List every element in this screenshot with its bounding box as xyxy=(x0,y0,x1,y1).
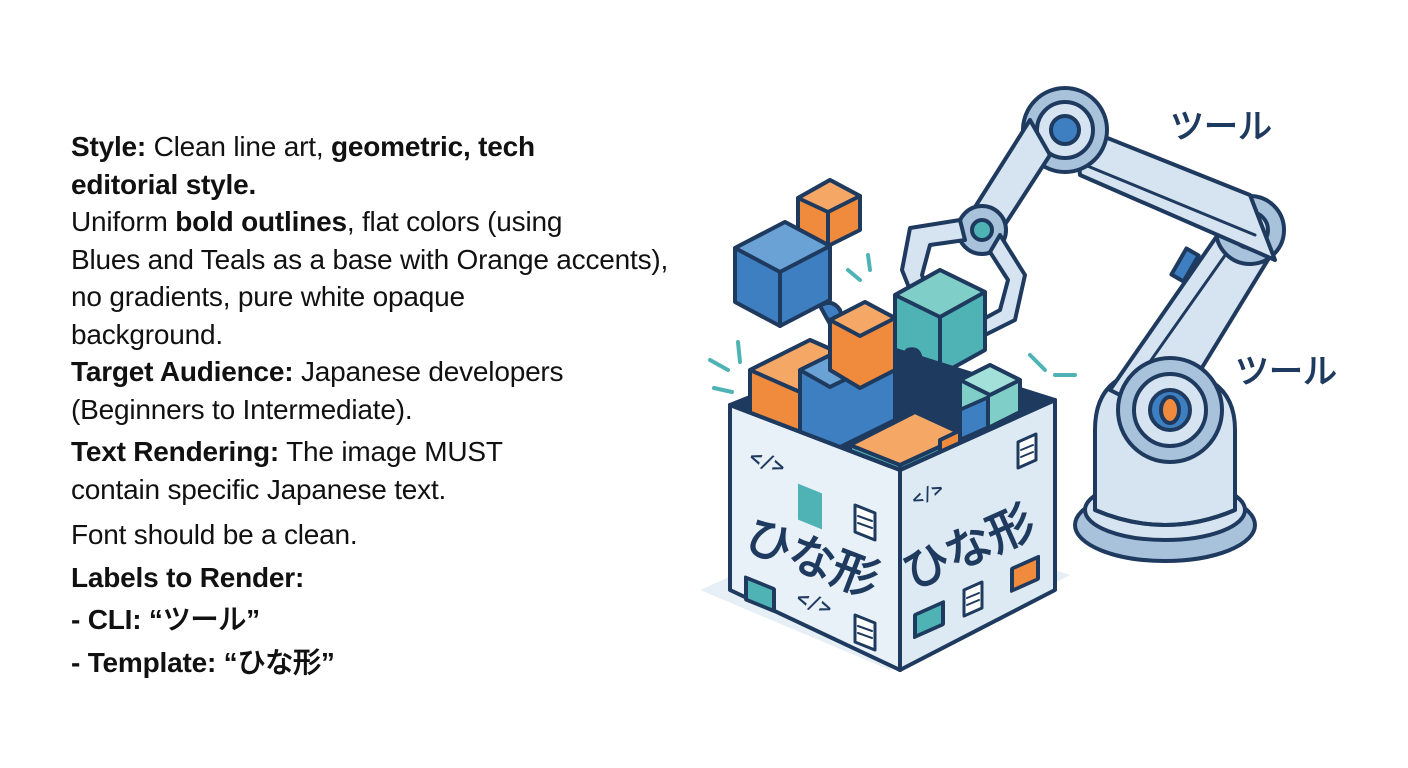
outline-text-2: , flat colors (using xyxy=(346,206,563,237)
labels-heading: Labels to Render: xyxy=(71,561,305,593)
audience-line: Target Audience: Japanese developers xyxy=(71,353,711,391)
rendering-text: The image MUST xyxy=(279,436,503,467)
document-icon-right-bottom xyxy=(962,580,984,618)
style-text-1: Clean line art, xyxy=(146,131,331,162)
style-line-2: editorial style. xyxy=(71,166,711,204)
colors-line: Blues and Teals as a base with Orange ac… xyxy=(71,243,669,275)
gripped-teal-cube xyxy=(893,268,987,384)
background-line: background. xyxy=(71,318,223,350)
arm-label-top: ツール xyxy=(1170,107,1272,147)
label-cli: - CLI: “ツール” xyxy=(71,604,260,635)
document-icon-left xyxy=(853,503,877,542)
style-bold-2: editorial style. xyxy=(71,168,257,200)
font-line: Font should be a clean. xyxy=(71,519,358,550)
gradients-line: no gradients, pure white opaque xyxy=(71,281,465,312)
audience-level-line: (Beginners to Intermediate). xyxy=(71,393,413,425)
document-icon-left-bottom xyxy=(853,613,877,652)
outline-line: Uniform bold outlines, flat colors (usin… xyxy=(71,203,711,241)
arm-label-side: ツール xyxy=(1235,352,1337,392)
rendering-line-2: contain specific Japanese text. xyxy=(71,473,447,505)
spec-text-block: Style: Clean line art, geometric, tech e… xyxy=(71,128,711,681)
document-icon-right xyxy=(1016,432,1038,470)
floating-blue-cube xyxy=(733,220,843,328)
outline-text-1: Uniform xyxy=(71,206,176,237)
style-label: Style: xyxy=(71,131,147,162)
audience-text: Japanese developers xyxy=(293,356,564,387)
style-bold-1: geometric, tech xyxy=(330,131,535,162)
robot-arm-template-illustration: </> </> ひな形 </> xyxy=(700,86,1337,672)
box-puzzle-blocks xyxy=(748,300,1022,512)
template-box: </> </> ひな形 </> xyxy=(728,300,1057,672)
audience-label: Target Audience: xyxy=(71,356,294,387)
style-line-1: Style: Clean line art, geometric, tech xyxy=(71,128,711,166)
rendering-line: Text Rendering: The image MUST xyxy=(71,433,711,471)
robot-arm xyxy=(900,86,1286,563)
floating-orange-cube xyxy=(796,178,862,248)
rendering-label: Text Rendering: xyxy=(71,436,280,467)
label-template: - Template: “ひな形” xyxy=(71,646,335,678)
outline-bold: bold outlines xyxy=(175,206,347,237)
